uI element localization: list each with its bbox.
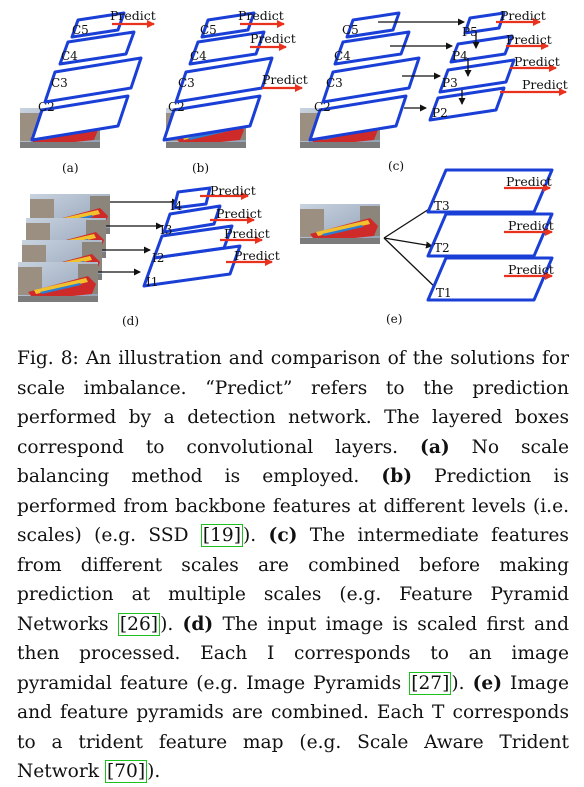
predict-label: Predict [514, 54, 560, 69]
layer-p3 [438, 58, 516, 94]
caption-c-text: The intermediate features from different… [17, 525, 569, 635]
predict-label: Predict [110, 8, 156, 23]
level-label: T2 [434, 241, 450, 255]
caption-d-text: The input image is scaled first and then… [17, 613, 570, 694]
level-label: P5 [462, 25, 478, 39]
caption-e-label: (e) [472, 672, 503, 694]
panel-label-b: (b) [192, 161, 209, 175]
citation-number: 26 [127, 613, 151, 635]
layer-p2 [428, 86, 506, 122]
branch-arrow [383, 237, 433, 249]
level-label: P3 [442, 76, 458, 90]
caption-a-label: (a) [420, 436, 450, 458]
caption-b-end: ). [243, 525, 257, 546]
level-label: C2 [314, 100, 331, 114]
caption-e-end: ). [147, 761, 161, 782]
caption-c-label: (c) [268, 525, 298, 546]
predict-label: Predict [224, 226, 270, 241]
level-label: C3 [51, 76, 68, 90]
citation-link-70[interactable]: [70] [104, 760, 148, 783]
layer-c5-b [200, 11, 256, 39]
citation-link-26[interactable]: [26] [117, 612, 161, 636]
level-label: C3 [326, 76, 343, 90]
predict-label: Predict [522, 77, 568, 92]
layer-p5 [463, 11, 506, 35]
layer-t3 [426, 168, 554, 214]
level-label: T1 [436, 286, 452, 300]
figure-caption: Fig. 8: An illustration and comparison o… [17, 344, 569, 787]
layer-c4-a [58, 30, 136, 66]
panel-c: C2 C3 C4 C5 P2 P3 P4 P5 Predict Predict … [300, 8, 568, 173]
panel-b: C2 C3 C4 C5 Predict Predict Predict (b) [162, 8, 308, 175]
caption-d-label: (d) [182, 613, 214, 635]
level-label: I1 [146, 275, 158, 289]
layer-i2 [152, 224, 234, 260]
layer-c5-c [345, 11, 401, 39]
level-label: T3 [434, 199, 450, 213]
predict-label: Predict [506, 174, 552, 189]
level-label: C5 [72, 23, 89, 37]
level-label: C5 [200, 23, 217, 37]
level-label: C4 [61, 49, 78, 63]
level-label: C4 [334, 49, 351, 63]
citation-number: 70 [114, 761, 138, 782]
caption-c-end: ). [160, 613, 174, 635]
caption-d-end: ). [451, 672, 465, 694]
panel-label-a: (a) [62, 161, 79, 175]
predict-label: Predict [508, 218, 554, 233]
panel-e: T3 T2 T1 Predict Predict Predict (e) [300, 168, 554, 326]
caption-intro: An illustration and comparison of the so… [17, 348, 569, 458]
layer-i4 [172, 186, 212, 210]
panel-d: I1 I2 I3 I4 Predict Predict Predict Pred… [18, 183, 280, 328]
panel-label-d: (d) [122, 314, 139, 328]
caption-b-text: Prediction is performed from backbone fe… [17, 466, 569, 546]
predict-label: Predict [262, 72, 308, 87]
figure-diagram: C2 C3 C4 C5 Predict (a) C2 C3 C4 C5 Pred… [18, 8, 568, 328]
level-label: P4 [452, 49, 468, 63]
level-label: C4 [190, 49, 207, 63]
predict-label: Predict [234, 248, 280, 263]
predict-label: Predict [506, 32, 552, 47]
panel-label-c: (c) [388, 159, 404, 173]
layer-c4-c [333, 30, 411, 66]
level-label: I2 [152, 251, 164, 265]
level-label: C2 [168, 100, 185, 114]
layer-c5-a [70, 11, 126, 39]
level-label: C5 [342, 23, 359, 37]
level-label: C2 [38, 100, 55, 114]
panel-a: C2 C3 C4 C5 Predict (a) [20, 8, 156, 175]
layer-c3-a [43, 56, 143, 104]
citation-number: 27 [418, 672, 443, 694]
caption-b-label: (b) [381, 466, 412, 487]
layer-t2 [426, 212, 554, 258]
level-label: P2 [432, 106, 448, 120]
citation-link-27[interactable]: [27] [409, 671, 452, 695]
layer-i3 [162, 204, 222, 234]
layer-c4-b [188, 30, 266, 66]
input-image-i1 [18, 262, 98, 302]
predict-label: Predict [216, 206, 262, 221]
caption-a-text: No scale balancing method is employed. [17, 436, 569, 488]
predict-label: Predict [250, 31, 296, 46]
caption-fig-label: Fig. 8: [17, 348, 79, 369]
level-label: C3 [178, 76, 195, 90]
panel-label-e: (e) [386, 312, 402, 326]
branch-arrow [383, 237, 439, 291]
level-label: I3 [160, 223, 172, 237]
predict-label: Predict [508, 262, 554, 277]
layer-c2-b [162, 94, 262, 142]
input-image-e [300, 204, 380, 244]
predict-label: Predict [500, 8, 546, 23]
layer-p4 [449, 34, 514, 64]
citation-link-19[interactable]: [19] [200, 524, 244, 547]
level-label: I4 [170, 199, 183, 213]
layer-c2-a [30, 94, 130, 142]
layer-c2-c [308, 94, 408, 142]
citation-number: 19 [210, 525, 234, 546]
predict-label: Predict [238, 8, 284, 23]
layer-t1 [426, 256, 554, 302]
predict-label: Predict [210, 183, 256, 198]
layer-c3-c [321, 56, 421, 104]
